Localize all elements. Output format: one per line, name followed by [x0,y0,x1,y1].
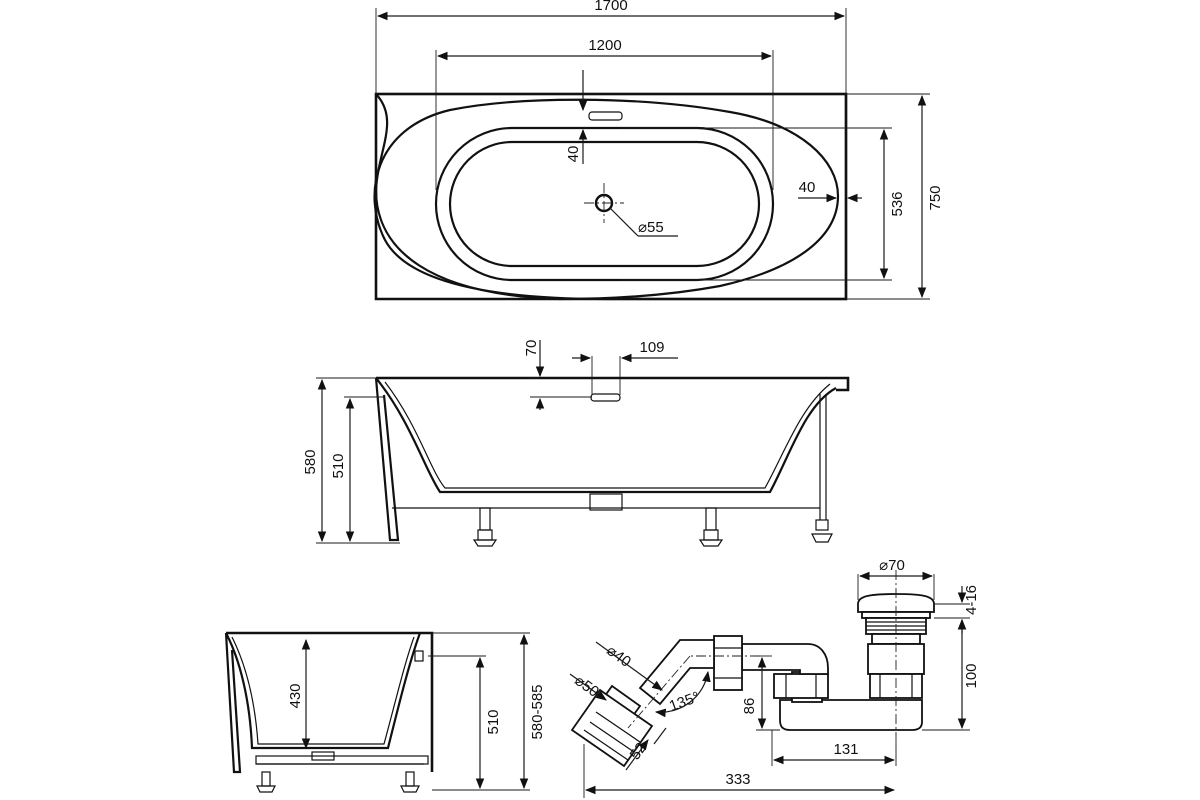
siphon-trap-body [779,699,923,731]
dim-pipe-height: 86 [741,698,758,715]
dim-overflow-offset: 40 [565,146,582,163]
siphon-outlet [570,688,654,768]
end-view-foot-1 [256,771,276,793]
dim-end-rim-height: 510 [485,709,502,734]
side-view-drain-body [589,493,623,511]
end-view: 430 510 580-585 [224,631,546,793]
dim-rim-offset: 40 [799,179,816,196]
top-view-left-curve [374,93,561,301]
side-view-foot-2 [698,507,724,547]
dim-siphon-drain-diameter: ⌀70 [879,557,905,574]
end-view-tub-body [225,632,422,750]
dim-plug-travel: 4-16 [963,585,980,615]
dim-side-total-height: 580 [302,449,319,474]
end-view-foot-2 [400,771,420,793]
side-view-foot-3 [811,519,833,543]
dim-side-tub-height: 510 [330,453,347,478]
end-view-left-panel [224,632,242,774]
dim-overall-width: 750 [927,185,944,210]
dim-end-inner-depth: 430 [287,683,304,708]
side-view-rim [376,376,850,392]
dim-drain-height: 100 [963,663,980,688]
top-view-overflow-slot [588,111,623,121]
siphon-overflow-pipe [741,643,829,675]
top-view-basin-inner [448,140,761,268]
dim-outlet-length: 52 [627,740,651,763]
top-view-basin-outer [434,126,775,282]
dim-overall-length: 1700 [594,0,627,14]
siphon-overflow-nut [713,635,743,691]
dim-overflow-depth: 70 [523,340,540,357]
end-view-inner-shell [231,636,415,745]
dim-end-total-height: 580-585 [529,684,546,739]
top-view: 1700 1200 750 536 40 40 ⌀55 [373,0,944,301]
dim-trap-width: 131 [833,741,858,758]
side-view-tub-body [375,377,837,494]
end-view-overflow [414,650,424,662]
dim-drain-diameter: ⌀55 [638,219,664,236]
side-view-overflow [590,393,621,402]
dim-inner-length: 1200 [588,37,621,54]
side-view-foot-1 [472,507,498,547]
dim-total-length: 333 [725,771,750,788]
siphon-view: ⌀70 4-16 100 86 131 333 ⌀40 ⌀50 [569,557,980,798]
dim-inner-width: 536 [889,191,906,216]
end-view-outer [226,631,434,772]
side-view-left-panel [374,377,400,542]
side-view: 580 510 70 109 [302,339,850,547]
side-view-inner-shell [384,381,831,489]
dim-overflow-width: 109 [639,339,664,356]
dim-elbow-angle: 135° [667,688,702,715]
